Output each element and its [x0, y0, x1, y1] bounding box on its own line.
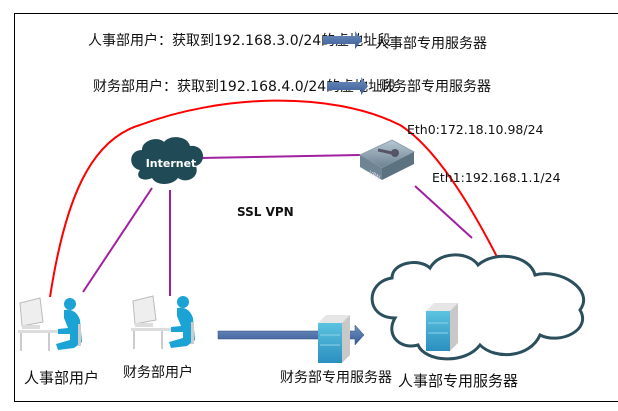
rule-fin-text: 财务部用户：获取到192.168.4.0/24的虚地址段: [93, 78, 396, 95]
vpn-gateway-icon: VPN: [358, 139, 416, 182]
hr-user-icon: [17, 297, 83, 352]
finance-server-icon: [317, 314, 351, 364]
hr-user-label: 人事部用户: [24, 369, 99, 387]
lan-cloud-icon: [370, 253, 585, 361]
arrow-icon: [217, 324, 365, 346]
finance-user-icon: [130, 295, 196, 350]
eth1-label: Eth1:192.168.1.1/24: [432, 170, 561, 185]
internet-cloud-icon: Internet: [131, 137, 204, 184]
internet-label: Internet: [146, 157, 197, 170]
hr-server-label: 人事部专用服务器: [398, 372, 518, 390]
ssl-vpn-label: SSL VPN: [237, 205, 294, 219]
links: [82, 154, 473, 296]
rule-hr-text: 人事部用户：获取到192.168.3.0/24的虚地址段: [88, 32, 391, 49]
eth0-label: Eth0:172.18.10.98/24: [407, 122, 544, 137]
frame: [14, 13, 618, 402]
arrow-icon: [323, 31, 362, 49]
hr-server-icon: [425, 302, 459, 352]
finance-server-label: 财务部专用服务器: [280, 370, 392, 386]
rule-hr-target: 人事部专用服务器: [375, 36, 487, 52]
finance-user-label: 财务部用户: [123, 364, 193, 381]
vpn-label: VPN: [367, 170, 381, 182]
hr-access-path: [49, 99, 516, 298]
arrow-icon: [327, 77, 368, 95]
rule-fin-target: 财务部专用服务器: [379, 79, 491, 95]
